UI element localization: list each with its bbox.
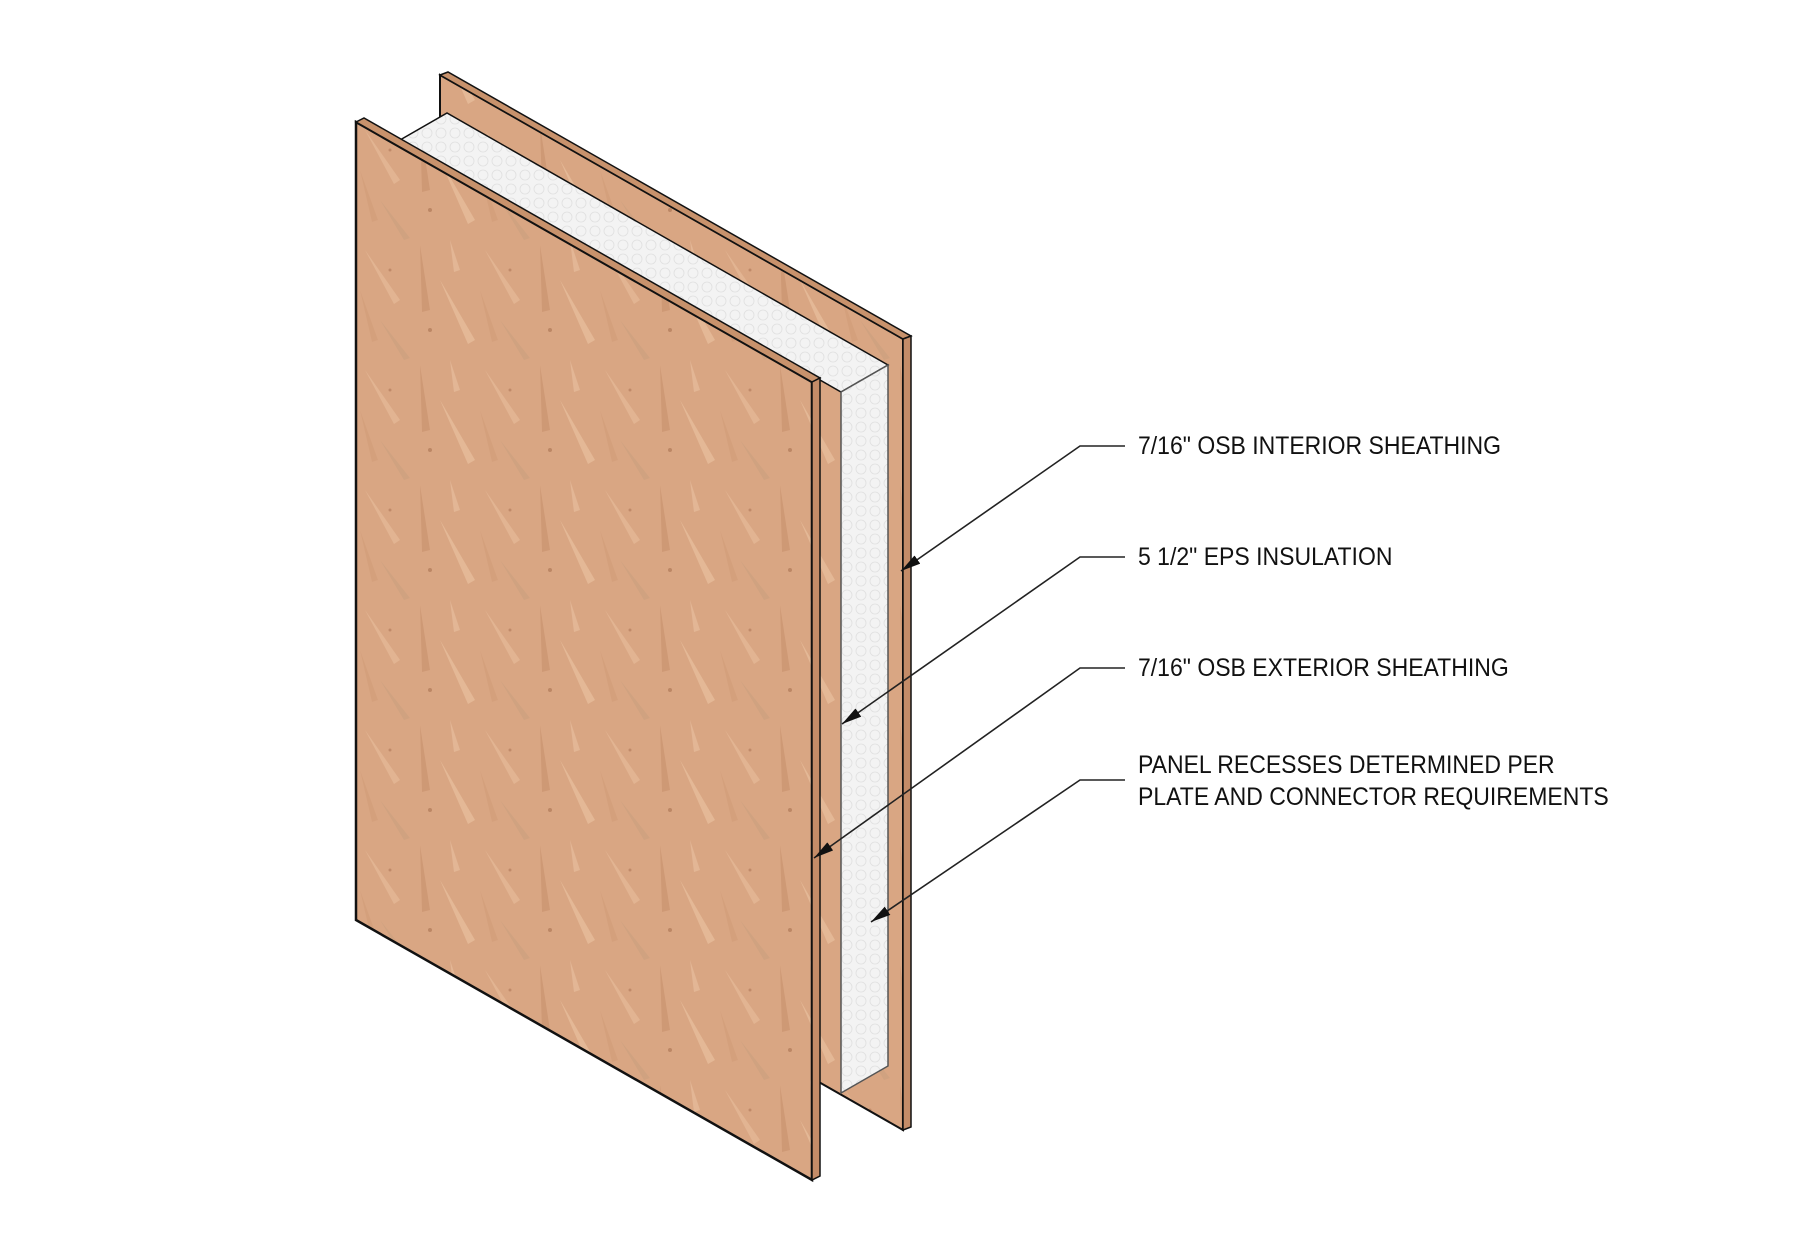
leader-lines	[813, 445, 1125, 923]
leader-panel-recesses	[870, 779, 1125, 923]
leader-eps-insulation	[841, 556, 1125, 725]
callout-panel-recesses-line2: PLATE AND CONNECTOR REQUIREMENTS	[1138, 783, 1609, 811]
callout-eps-insulation: 5 1/2" EPS INSULATION	[1138, 543, 1393, 571]
callout-interior-sheathing: 7/16" OSB INTERIOR SHEATHING	[1138, 432, 1502, 460]
callout-exterior-sheathing: 7/16" OSB EXTERIOR SHEATHING	[1138, 654, 1509, 682]
exterior-osb-panel	[354, 117, 822, 1183]
leader-exterior-sheathing	[813, 667, 1125, 859]
leader-interior-sheathing	[900, 445, 1125, 572]
callout-panel-recesses-line1: PANEL RECESSES DETERMINED PER	[1138, 751, 1555, 779]
